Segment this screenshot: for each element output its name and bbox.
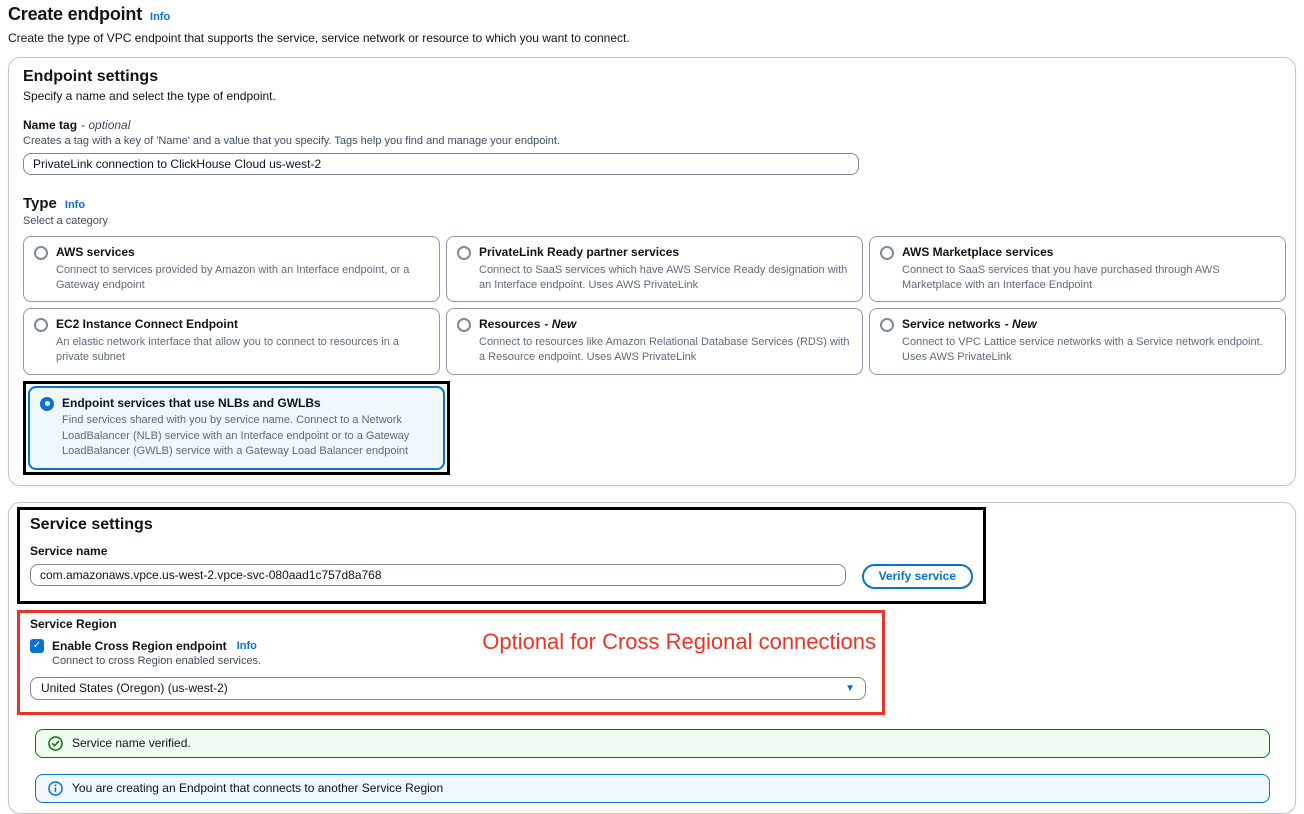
radio-unchecked-icon[interactable] xyxy=(34,318,48,333)
type-option-endpoint-services-nlb-gwlb[interactable]: Endpoint services that use NLBs and GWLB… xyxy=(28,385,445,470)
service-settings-panel: Service settings Service name Verify ser… xyxy=(8,501,1296,814)
name-tag-label-text: Name tag xyxy=(23,118,78,132)
cross-region-annotation-text: Optional for Cross Regional connections xyxy=(482,628,876,654)
selected-option-annotation-box: Endpoint services that use NLBs and GWLB… xyxy=(23,380,450,475)
type-option-description: Connect to VPC Lattice service networks … xyxy=(902,335,1263,364)
type-option-title: Resources- New xyxy=(479,317,850,333)
cross-region-checkbox-row: ✓ Enable Cross Region endpoint Info xyxy=(30,638,872,653)
service-name-row: Verify service xyxy=(30,563,973,589)
type-option-aws-services[interactable]: AWS services Connect to services provide… xyxy=(23,236,440,303)
success-check-icon xyxy=(48,735,63,751)
name-tag-label: Name tag- optional xyxy=(23,118,1281,132)
type-section-subheading: Select a category xyxy=(23,215,108,227)
verify-service-button[interactable]: Verify service xyxy=(861,563,973,589)
name-tag-optional: - optional xyxy=(81,118,131,132)
service-settings-heading: Service settings xyxy=(30,515,153,533)
type-option-title-text: Service networks xyxy=(902,317,1001,332)
page-subtitle: Create the type of VPC endpoint that sup… xyxy=(8,31,630,45)
service-name-input[interactable] xyxy=(30,563,846,586)
info-circle-icon xyxy=(48,780,63,796)
type-option-description: Connect to resources like Amazon Relatio… xyxy=(479,335,850,364)
type-option-title: AWS services xyxy=(56,245,135,259)
type-option-description: Connect to services provided by Amazon w… xyxy=(56,263,410,291)
type-option-privatelink-partner[interactable]: PrivateLink Ready partner services Conne… xyxy=(446,236,863,303)
endpoint-settings-subheading: Specify a name and select the type of en… xyxy=(23,89,276,103)
service-region-select[interactable]: United States (Oregon) (us-west-2) ▼ xyxy=(30,676,866,700)
name-tag-description: Creates a tag with a key of 'Name' and a… xyxy=(23,135,561,147)
checkbox-checked-icon[interactable]: ✓ xyxy=(30,638,44,653)
service-verified-text: Service name verified. xyxy=(72,736,191,751)
type-option-ec2-instance-connect[interactable]: EC2 Instance Connect Endpoint An elastic… xyxy=(23,308,440,375)
type-option-title: PrivateLink Ready partner services xyxy=(479,245,680,259)
cross-region-info-alert: You are creating an Endpoint that connec… xyxy=(35,773,1270,803)
type-option-title: Service networks- New xyxy=(902,317,1273,333)
new-badge: - New xyxy=(1004,317,1037,332)
radio-unchecked-icon[interactable] xyxy=(880,246,894,260)
service-verified-alert: Service name verified. xyxy=(35,728,1270,758)
type-option-resources[interactable]: Resources- New Connect to resources like… xyxy=(446,308,863,375)
type-option-description: Connect to SaaS services which have AWS … xyxy=(479,263,848,291)
cross-region-alert-text: You are creating an Endpoint that connec… xyxy=(72,781,444,796)
radio-unchecked-icon[interactable] xyxy=(457,318,471,333)
type-info-link[interactable]: Info xyxy=(64,199,86,211)
type-section-label: Type xyxy=(23,195,57,212)
type-option-service-networks[interactable]: Service networks- New Connect to VPC Lat… xyxy=(869,308,1286,375)
radio-unchecked-icon[interactable] xyxy=(880,318,894,333)
type-option-title-text: Resources xyxy=(479,317,541,332)
type-option-description: Find services shared with you by service… xyxy=(62,414,410,458)
service-region-selected-value: United States (Oregon) (us-west-2) xyxy=(41,681,228,696)
type-option-title: EC2 Instance Connect Endpoint xyxy=(56,317,239,332)
page-info-link[interactable]: Info xyxy=(150,11,171,23)
new-badge: - New xyxy=(544,317,577,332)
type-options-grid: AWS services Connect to services provide… xyxy=(23,236,1286,375)
service-region-label: Service Region xyxy=(30,616,117,631)
service-name-label: Service name xyxy=(30,543,108,558)
type-option-title: Endpoint services that use NLBs and GWLB… xyxy=(62,395,321,410)
chevron-down-icon: ▼ xyxy=(845,682,855,694)
type-option-description: Connect to SaaS services that you have p… xyxy=(902,263,1220,291)
endpoint-settings-panel: Endpoint settings Specify a name and sel… xyxy=(8,57,1296,486)
service-region-annotation-box: Service Region ✓ Enable Cross Region end… xyxy=(17,609,885,715)
page-title: Create endpoint xyxy=(8,4,143,24)
endpoint-settings-heading: Endpoint settings xyxy=(23,68,159,85)
type-option-marketplace[interactable]: AWS Marketplace services Connect to SaaS… xyxy=(869,236,1286,303)
page-header: Create endpoint Info Create the type of V… xyxy=(8,4,1296,45)
type-option-title: AWS Marketplace services xyxy=(902,245,1054,259)
cross-region-description: Connect to cross Region enabled services… xyxy=(52,654,262,667)
service-settings-annotation-box: Service settings Service name Verify ser… xyxy=(17,506,986,604)
radio-checked-icon[interactable] xyxy=(40,396,54,411)
type-option-description: An elastic network interface that allow … xyxy=(56,335,400,364)
name-tag-input[interactable] xyxy=(23,153,859,175)
cross-region-info-link[interactable]: Info xyxy=(236,639,257,652)
radio-unchecked-icon[interactable] xyxy=(457,246,471,260)
radio-unchecked-icon[interactable] xyxy=(34,246,48,260)
cross-region-checkbox-label[interactable]: Enable Cross Region endpoint xyxy=(52,638,227,653)
